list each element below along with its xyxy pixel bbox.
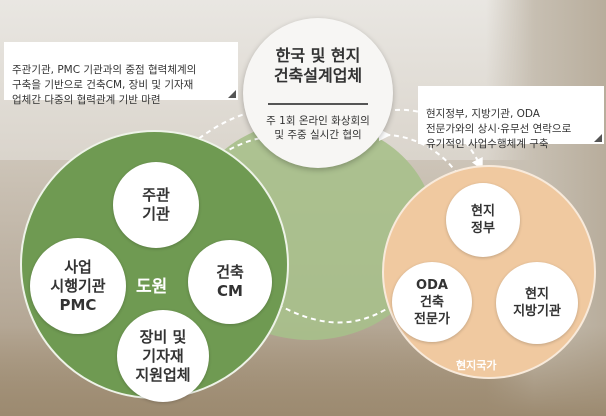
node-construction-cm: 건축 CM [188, 240, 272, 324]
node-local-government: 현지 정부 [446, 183, 520, 257]
arc-right-inner [378, 128, 459, 176]
local-country-label: 현지국가 [456, 359, 497, 372]
node-local-agency: 현지 지방기관 [496, 262, 578, 344]
korea-group-label: 도원 [136, 277, 168, 297]
node-lead-agency: 주관 기관 [113, 162, 199, 248]
arc-bottom [269, 299, 401, 324]
node-pmc: 사업 시행기관 PMC [30, 238, 126, 334]
right-note-text: 현지정부, 지방기관, ODA 전문가와의 상시·유무선 연락으로 유기적인 사… [426, 108, 572, 150]
right-note-corner [594, 134, 602, 142]
right-note: 현지정부, 지방기관, ODA 전문가와의 상시·유무선 연락으로 유기적인 사… [418, 86, 604, 150]
design-firm-subtitle: 주 1회 온라인 화상회의 및 주중 실시간 협의 [266, 115, 370, 141]
node-equipment-supplier: 장비 및 기자재 지원업체 [117, 310, 209, 402]
left-note-text: 주관기관, PMC 기관과의 중점 협력체계의 구축을 기반으로 건축CM, 장… [12, 64, 197, 106]
title-divider [268, 103, 368, 105]
arc-right-outer [394, 108, 483, 171]
left-note-corner [228, 90, 236, 98]
left-note: 주관기관, PMC 기관과의 중점 협력체계의 구축을 기반으로 건축CM, 장… [4, 42, 238, 106]
node-oda-expert: ODA 건축 전문가 [392, 262, 472, 342]
design-firm-title: 한국 및 현지 건축설계업체 [273, 46, 363, 85]
design-firm-node: 한국 및 현지 건축설계업체 주 1회 온라인 화상회의 및 주중 실시간 협의 [243, 18, 393, 168]
